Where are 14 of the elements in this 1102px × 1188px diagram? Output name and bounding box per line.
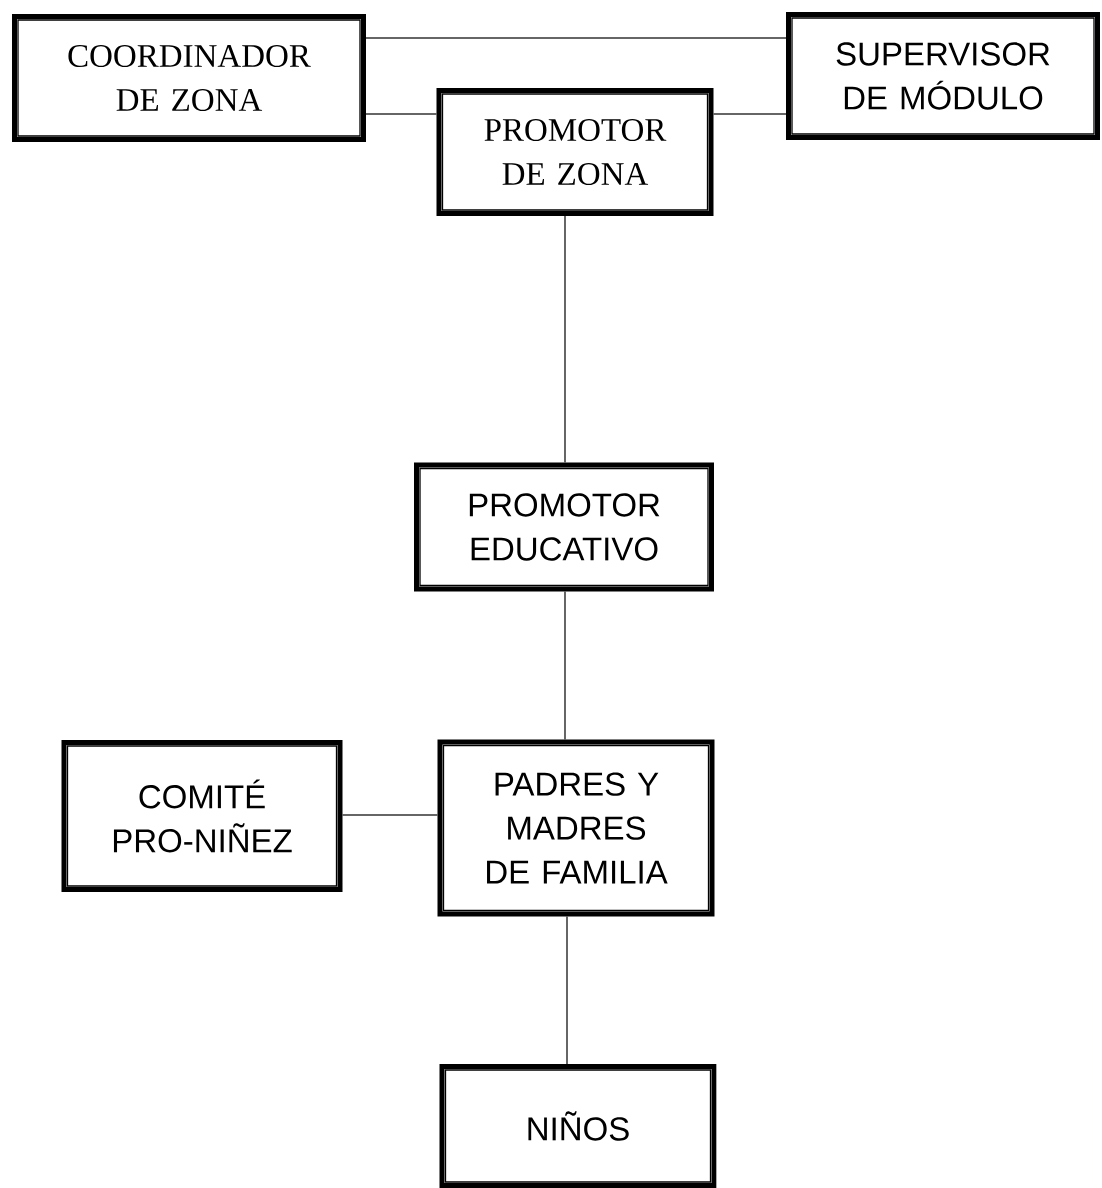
org-box: COORDINADOR DE ZONA [12,14,366,142]
connector-line [365,113,438,115]
connector-line [341,814,439,816]
org-box: SUPERVISOR DE MÓDULO [786,12,1100,140]
connector-line [365,37,787,39]
connector-line [564,215,566,464]
org-box: NIÑOS [439,1064,717,1188]
connector-line [566,915,568,1065]
connector-line [712,113,787,115]
org-box: COMITÉ PRO-NIÑEZ [61,740,343,892]
org-box: PROMOTOR DE ZONA [436,88,714,216]
org-box: PADRES Y MADRES DE FAMILIA [437,739,715,917]
org-box: PROMOTOR EDUCATIVO [414,462,714,592]
connector-line [564,590,566,741]
